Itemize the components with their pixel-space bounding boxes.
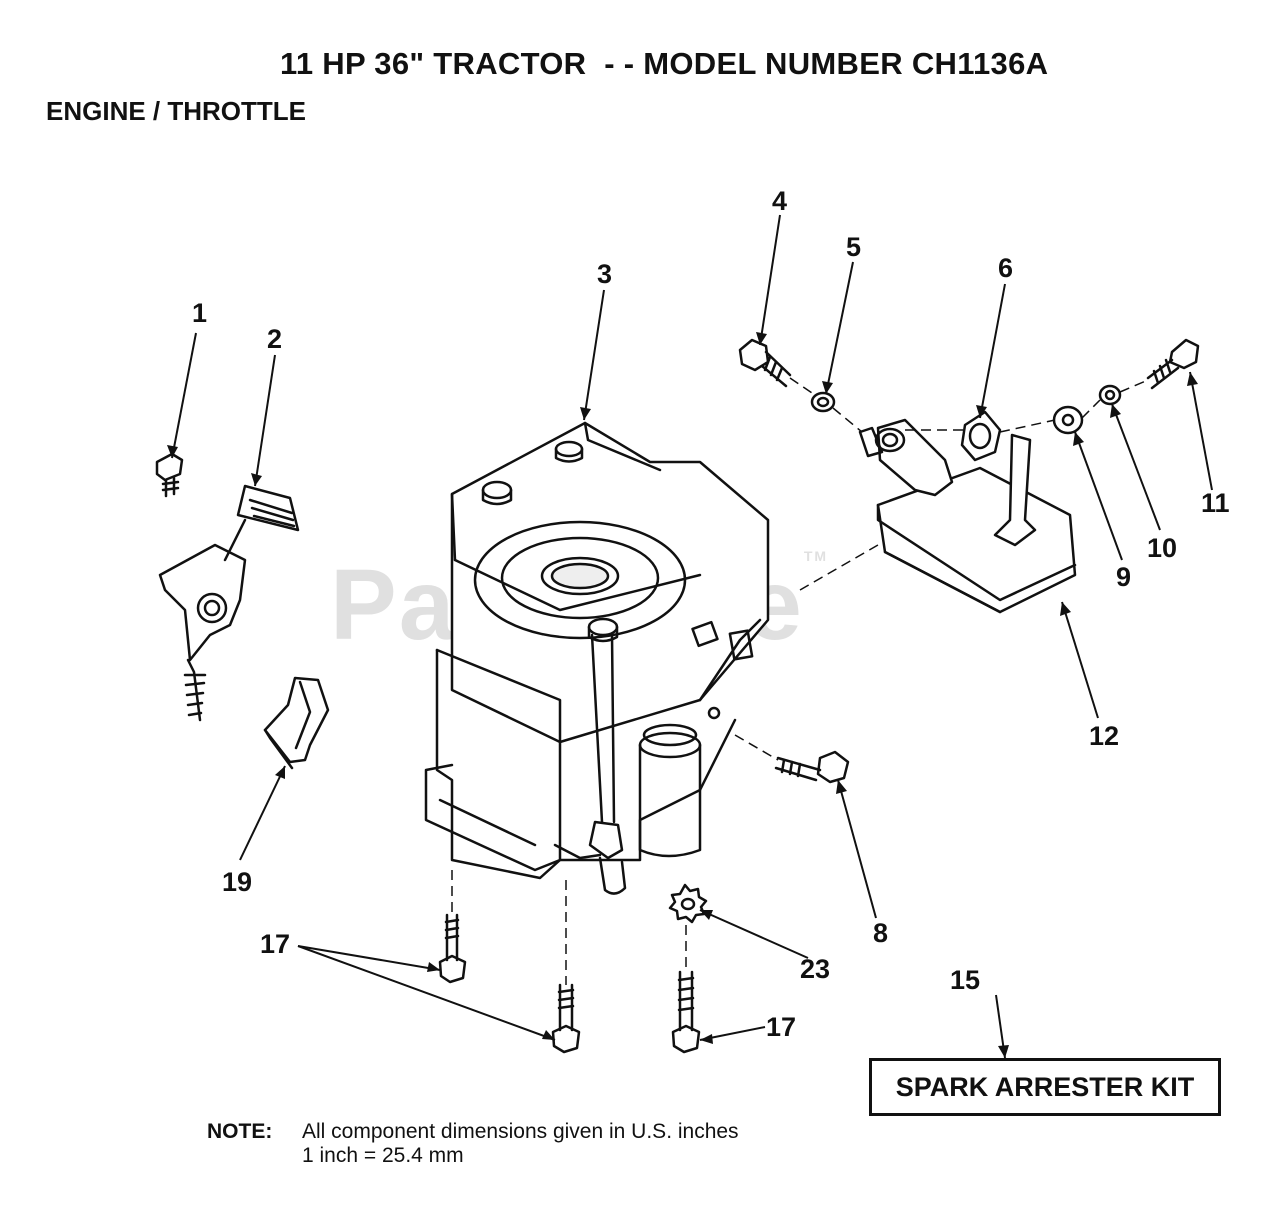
callout-17b: 17 <box>766 1012 796 1042</box>
note-line-2: 1 inch = 25.4 mm <box>302 1144 464 1167</box>
note-label: NOTE: <box>207 1120 273 1143</box>
callout-6: 6 <box>998 253 1013 283</box>
page-title: 11 HP 36" TRACTOR - - MODEL NUMBER CH113… <box>280 46 1049 81</box>
callout-9: 9 <box>1116 562 1131 592</box>
callout-17a: 17 <box>260 929 290 959</box>
bolt-part-11 <box>1146 338 1200 390</box>
bolt-part-4 <box>738 338 792 388</box>
note-line-1: All component dimensions given in U.S. i… <box>302 1120 739 1143</box>
callout-5: 5 <box>846 232 861 262</box>
muffler-part <box>858 418 1077 614</box>
guard-part-19 <box>263 676 330 770</box>
callout-2: 2 <box>267 324 282 354</box>
throttle-control-part <box>158 484 300 722</box>
gasket-part-6 <box>960 410 1002 462</box>
bolt-part-8 <box>774 750 850 784</box>
bolt-part-17c <box>671 970 701 1054</box>
section-title: ENGINE / THROTTLE <box>46 96 306 126</box>
callout-15: 15 <box>950 965 980 995</box>
star-washer-part-23 <box>668 883 708 924</box>
dimension-note: NOTE: All component dimensions given in U… <box>207 1120 739 1168</box>
callout-19: 19 <box>222 867 252 897</box>
callout-12: 12 <box>1089 721 1119 751</box>
callout-11: 11 <box>1201 488 1230 518</box>
callout-1: 1 <box>192 298 207 328</box>
spark-arrester-kit-box: SPARK ARRESTER KIT <box>869 1058 1221 1116</box>
bolt-part-17b <box>551 983 581 1054</box>
callout-23: 23 <box>800 954 830 984</box>
callout-4: 4 <box>772 186 787 216</box>
washer-part-9 <box>1052 405 1084 435</box>
washer-part-10 <box>1098 384 1122 406</box>
engine-part <box>424 421 770 895</box>
callout-8: 8 <box>873 918 888 948</box>
bolt-part-17a <box>438 913 467 984</box>
callout-3: 3 <box>597 259 612 289</box>
trademark-mark: TM <box>803 548 829 564</box>
washer-part-5 <box>810 391 836 413</box>
screw-part-1 <box>155 452 184 498</box>
callout-10: 10 <box>1147 533 1177 563</box>
